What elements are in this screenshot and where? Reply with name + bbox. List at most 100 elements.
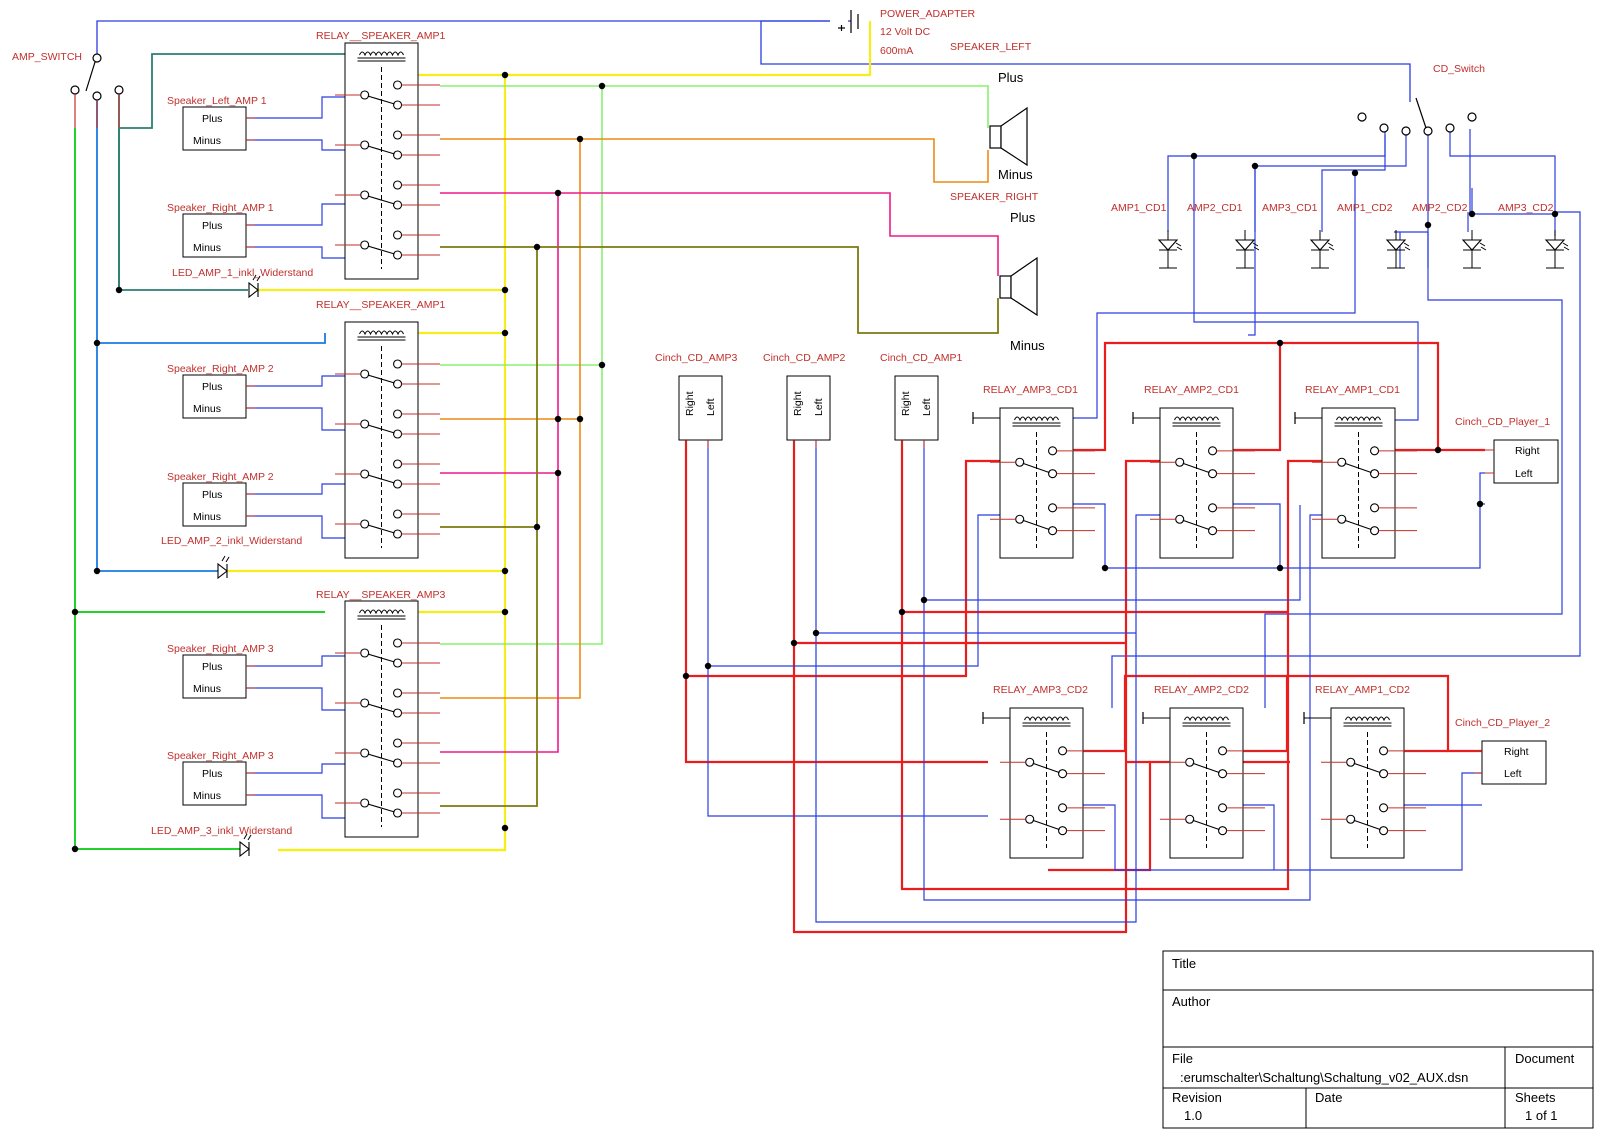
led-cd-4-label: AMP1_CD2 bbox=[1337, 202, 1393, 214]
led-cd-5-icon bbox=[1461, 230, 1487, 269]
speaker-input-plus: Plus bbox=[202, 661, 222, 673]
wire-lightgreen bbox=[440, 85, 989, 128]
cinch-player2-right: Right bbox=[1504, 746, 1529, 758]
amp-leds bbox=[217, 274, 261, 858]
cinch-amp1-left: Left bbox=[921, 398, 933, 416]
relay-amp3-cd1-label: RELAY_AMP3_CD1 bbox=[983, 384, 1078, 396]
labels: AMP_SWITCH POWER_ADAPTER 12 Volt DC 600m… bbox=[12, 8, 1554, 837]
tb-title-label: Title bbox=[1172, 956, 1196, 971]
power-voltage-label: 12 Volt DC bbox=[880, 26, 931, 38]
power-adapter-label: POWER_ADAPTER bbox=[880, 8, 976, 20]
relay-speaker-3-label: RELAY__SPEAKER_AMP3 bbox=[316, 589, 446, 601]
speaker-input-minus: Minus bbox=[193, 511, 221, 523]
wire-yellow-led3 bbox=[278, 828, 507, 852]
led-cd-1-label: AMP1_CD1 bbox=[1111, 202, 1167, 214]
speaker-right-plus: Plus bbox=[1010, 210, 1036, 225]
cinch-amp2-left: Left bbox=[813, 398, 825, 416]
speaker-input-plus: Plus bbox=[202, 768, 222, 780]
led-cd-5-label: AMP2_CD2 bbox=[1412, 202, 1468, 214]
led-cd-2-label: AMP2_CD1 bbox=[1187, 202, 1243, 214]
wire-sky-relay bbox=[97, 333, 326, 344]
relay-amp2-cd1-label: RELAY_AMP2_CD1 bbox=[1144, 384, 1239, 396]
speaker-input-wires bbox=[246, 96, 345, 819]
led-amp-2-icon bbox=[217, 555, 230, 580]
cinch-amp2-right: Right bbox=[792, 391, 804, 416]
battery-symbol bbox=[830, 10, 859, 33]
ground-tick bbox=[982, 712, 1010, 724]
led-cd-2-icon bbox=[1234, 230, 1260, 269]
wire-blue-top bbox=[96, 20, 830, 57]
cd-switch-label: CD_Switch bbox=[1433, 63, 1485, 75]
speaker-left-minus: Minus bbox=[998, 167, 1033, 182]
relay-amp3-cd2 bbox=[1000, 707, 1105, 859]
relay-speaker-amp3 bbox=[335, 600, 440, 838]
cinch-amp2-label: Cinch_CD_AMP2 bbox=[763, 352, 845, 364]
led-cd-3-label: AMP3_CD1 bbox=[1262, 202, 1318, 214]
relay-amp3-cd2-label: RELAY_AMP3_CD2 bbox=[993, 684, 1088, 696]
led-cd-4-icon bbox=[1385, 230, 1411, 269]
led-cd-6-label: AMP3_CD2 bbox=[1498, 202, 1554, 214]
led-cd-3-icon bbox=[1309, 230, 1335, 269]
relay-amp1-cd1-label: RELAY_AMP1_CD1 bbox=[1305, 384, 1400, 396]
speaker-input-2-label: Speaker_Right_AMP 1 bbox=[167, 202, 274, 214]
relay-speaker-amp1 bbox=[335, 42, 440, 280]
cinch-player2-left: Left bbox=[1504, 768, 1522, 780]
tb-sheets-label: Sheets bbox=[1515, 1090, 1556, 1105]
speaker-input-minus: Minus bbox=[193, 135, 221, 147]
power-current-label: 600mA bbox=[880, 45, 913, 57]
speaker-input-3-label: Speaker_Right_AMP 2 bbox=[167, 363, 274, 375]
tb-file-label: File bbox=[1172, 1051, 1193, 1066]
cinch-amp1-right: Right bbox=[900, 391, 912, 416]
relay-speaker-1-label: RELAY__SPEAKER_AMP1 bbox=[316, 30, 446, 42]
ground-tick bbox=[972, 412, 1000, 424]
relay-amp1-cd2-label: RELAY_AMP1_CD2 bbox=[1315, 684, 1410, 696]
led-amp-3-icon bbox=[239, 833, 252, 858]
wire-magenta-bus bbox=[440, 193, 559, 753]
speaker-input-4-label: Speaker_Right_AMP 2 bbox=[167, 471, 274, 483]
speaker-left-label: SPEAKER_LEFT bbox=[950, 41, 1032, 53]
led-amp-3-label: LED_AMP_3_inkl_Widerstand bbox=[151, 825, 292, 837]
speaker-right-minus: Minus bbox=[1010, 338, 1045, 353]
led-amp-1-icon bbox=[248, 274, 261, 299]
wire-lightgreen-bus bbox=[440, 86, 603, 645]
tb-revision-value: 1.0 bbox=[1184, 1108, 1202, 1123]
cinch-amp3: Right Left bbox=[678, 375, 723, 448]
speaker-input-plus: Plus bbox=[202, 489, 222, 501]
wire-magenta bbox=[440, 192, 999, 276]
speaker-right-label: SPEAKER_RIGHT bbox=[950, 191, 1039, 203]
relay-speaker-2-label: RELAY__SPEAKER_AMP1 bbox=[316, 299, 446, 311]
amp-switch-label: AMP_SWITCH bbox=[12, 51, 82, 63]
speaker-input-1-label: Speaker_Left_AMP 1 bbox=[167, 95, 267, 107]
ground-tick bbox=[1132, 412, 1160, 424]
speaker-left-symbol bbox=[989, 106, 1028, 167]
ground-tick bbox=[1142, 712, 1170, 724]
speaker-right-symbol bbox=[999, 256, 1038, 317]
speaker-input-minus: Minus bbox=[193, 242, 221, 254]
led-amp-2-label: LED_AMP_2_inkl_Widerstand bbox=[161, 535, 302, 547]
ground-tick bbox=[1303, 712, 1331, 724]
cinch-amp1-label: Cinch_CD_AMP1 bbox=[880, 352, 962, 364]
cinch-amp2: Right Left bbox=[786, 375, 831, 448]
wire-olive bbox=[440, 246, 999, 334]
led-cd-6-icon bbox=[1544, 230, 1570, 269]
wire-blue-to-cd-switch bbox=[760, 20, 1411, 102]
led-cd-1-icon bbox=[1157, 230, 1183, 269]
cinch-player-2-label: Cinch_CD_Player_2 bbox=[1455, 717, 1550, 729]
tb-sheets-value: 1 of 1 bbox=[1525, 1108, 1558, 1123]
wire-olive-bus bbox=[440, 247, 538, 807]
cinch-player1-left: Left bbox=[1515, 468, 1533, 480]
speaker-input-minus: Minus bbox=[193, 683, 221, 695]
wire-orange-bus bbox=[440, 139, 581, 699]
tb-revision-label: Revision bbox=[1172, 1090, 1222, 1105]
speaker-input-minus: Minus bbox=[193, 790, 221, 802]
relay-amp1-cd2 bbox=[1321, 707, 1426, 859]
cd-switch-wires bbox=[1072, 124, 1581, 708]
tb-author-label: Author bbox=[1172, 994, 1211, 1009]
